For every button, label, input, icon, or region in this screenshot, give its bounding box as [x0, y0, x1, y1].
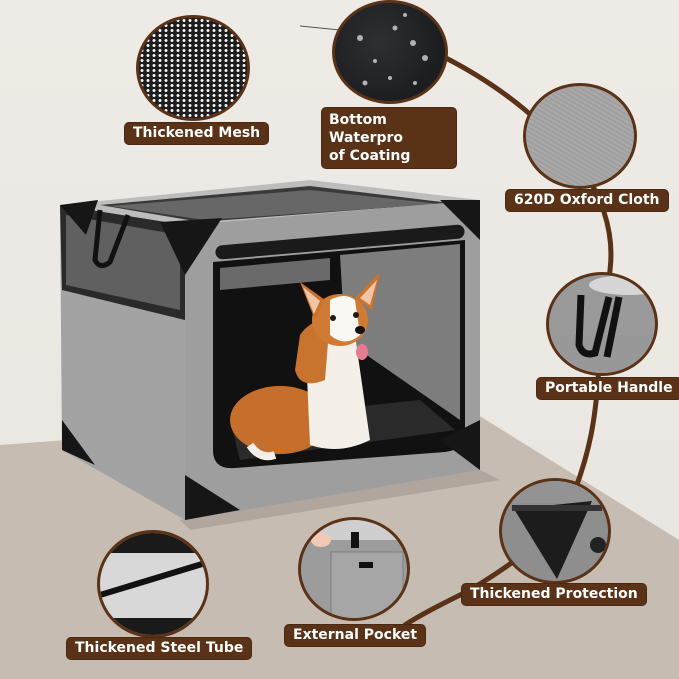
mesh-detail-icon: [136, 15, 250, 121]
label-620d-oxford-cloth: 620D Oxford Cloth: [506, 190, 668, 211]
corner-guard-icon: [499, 478, 611, 584]
label-external-pocket: External Pocket: [285, 625, 426, 646]
water-droplets-icon: [332, 0, 448, 104]
label-line-2: of Coating: [329, 148, 411, 164]
steel-tube-icon: [97, 530, 209, 638]
pocket-icon: [298, 517, 410, 621]
label-portable-handle: Portable Handle: [537, 378, 679, 399]
label-line-1: Bottom Waterpro: [329, 112, 404, 146]
label-thickened-mesh: Thickened Mesh: [125, 123, 269, 144]
label-thickened-steel-tube: Thickened Steel Tube: [67, 638, 252, 659]
label-bottom-waterproof-coating: Bottom Waterpro of Coating: [322, 108, 456, 168]
fabric-texture-icon: [523, 83, 637, 189]
handle-strap-icon: [546, 272, 658, 376]
label-thickened-protection: Thickened Protection: [462, 584, 646, 605]
corgi-dog: [230, 272, 380, 461]
